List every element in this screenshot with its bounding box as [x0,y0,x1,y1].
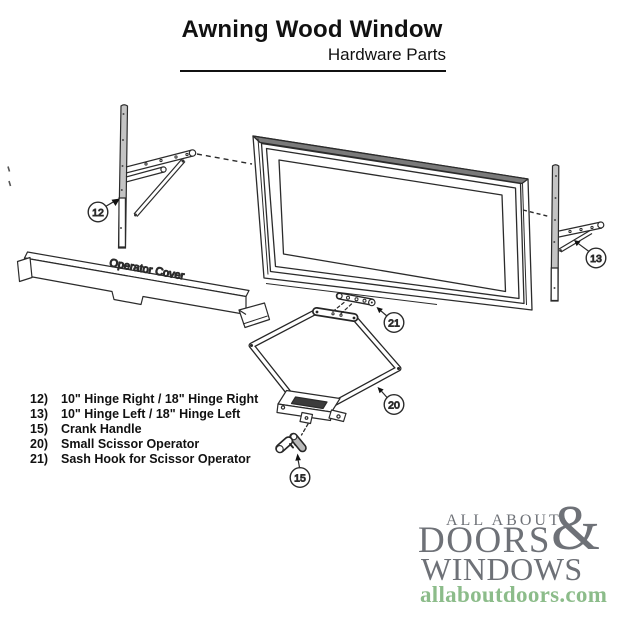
parts-list-item: 15) Crank Handle [30,422,258,437]
callout-12-number: 12 [92,207,104,219]
callout-15-number: 15 [294,472,306,484]
logo-website: allaboutdoors.com [420,582,608,607]
callout-15: 15 [289,453,311,489]
header-divider [180,70,446,72]
part-description: Sash Hook for Scissor Operator [61,452,251,466]
part-number: 12) [30,392,49,406]
callout-13: 13 [574,240,607,269]
callout-12: 12 [87,198,120,223]
artifact-dashes [7,166,12,187]
callout-13-number: 13 [590,253,602,265]
scissor-operator-drawing [248,307,402,436]
page-title: Awning Wood Window [181,16,443,43]
crank-handle-drawing [275,432,307,454]
parts-list-item: 13) 10" Hinge Left / 18" Hinge Left [30,407,258,422]
part-number: 15) [30,422,49,436]
sash-hook-drawing [330,292,376,316]
logo-word-windows: WINDOWS [421,551,583,587]
operator-cover-drawing: Operator Cover [16,251,271,329]
callout-21-number: 21 [388,317,400,329]
parts-list: 12) 10" Hinge Right / 18" Hinge Right 13… [30,392,258,467]
parts-list-item: 12) 10" Hinge Right / 18" Hinge Right [30,392,258,407]
logo-tagline: ALL ABOUT [446,512,562,529]
company-logo: ALL ABOUT & DOORS WINDOWS allaboutdoors.… [410,496,624,616]
part-description: 10" Hinge Left / 18" Hinge Left [61,407,241,421]
callout-21: 21 [376,307,405,334]
hinge-left-drawing [117,104,253,249]
parts-list-item: 21) Sash Hook for Scissor Operator [30,452,258,467]
logo-ampersand: & [551,493,601,563]
part-number: 21) [30,452,49,466]
parts-list-item: 20) Small Scissor Operator [30,437,258,452]
header: Awning Wood Window Hardware Parts [178,16,446,65]
hinge-right-drawing [522,164,605,302]
part-description: Small Scissor Operator [61,437,200,451]
callout-20-number: 20 [388,399,400,411]
callouts: 12 13 21 20 [87,198,607,489]
page-subtitle: Hardware Parts [327,45,446,64]
part-description: Crank Handle [61,422,142,436]
part-number: 13) [30,407,49,421]
callout-20: 20 [377,387,405,416]
logo-word-doors: DOORS [418,520,551,561]
part-number: 20) [30,437,49,451]
window-frame-drawing [252,135,533,311]
part-description: 10" Hinge Right / 18" Hinge Right [61,392,259,406]
